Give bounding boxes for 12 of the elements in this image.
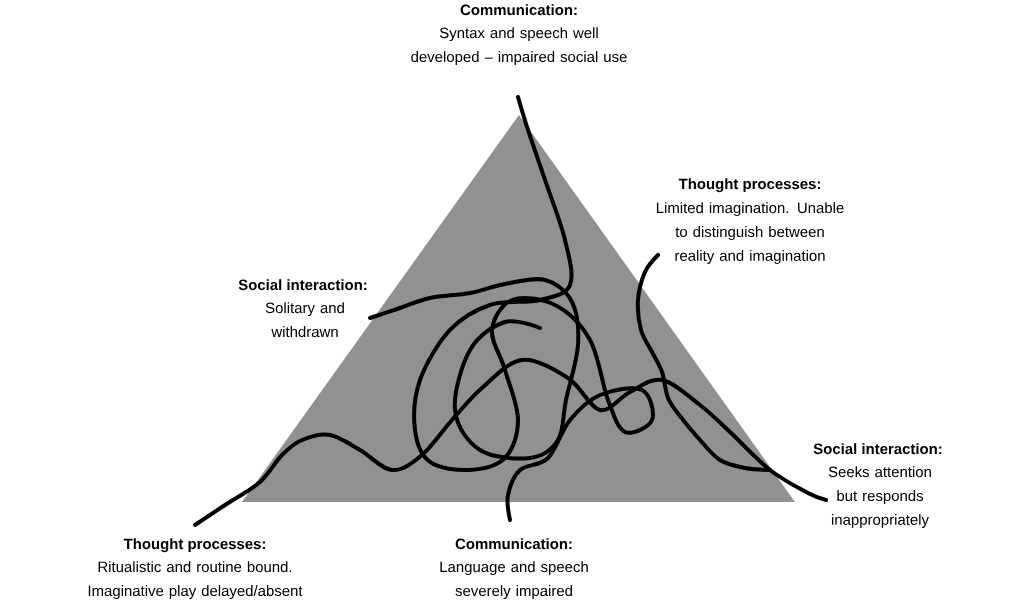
- heading-text: Communication:: [460, 4, 577, 16]
- description-text: Seeks attention but responds inappropriately: [828, 466, 931, 528]
- heading-text: Social interaction:: [238, 279, 367, 291]
- heading-text: Thought processes:: [123, 538, 265, 553]
- description-text: Syntax and speech well developed – impaired social use: [411, 27, 627, 65]
- description-text: Ritualistic and routine bound. Imaginative play delayed/absent: [88, 561, 303, 599]
- heading-text: Thought processes:: [678, 178, 820, 193]
- description-text: Language and speech severely impaired: [440, 561, 588, 599]
- heading-text: Social interaction:: [813, 443, 942, 455]
- description-text: Limited imagination. Unable to distinguish between reality and imagination: [656, 202, 844, 264]
- description-text: Solitary and withdrawn: [265, 302, 344, 338]
- heading-text: Communication:: [455, 538, 572, 550]
